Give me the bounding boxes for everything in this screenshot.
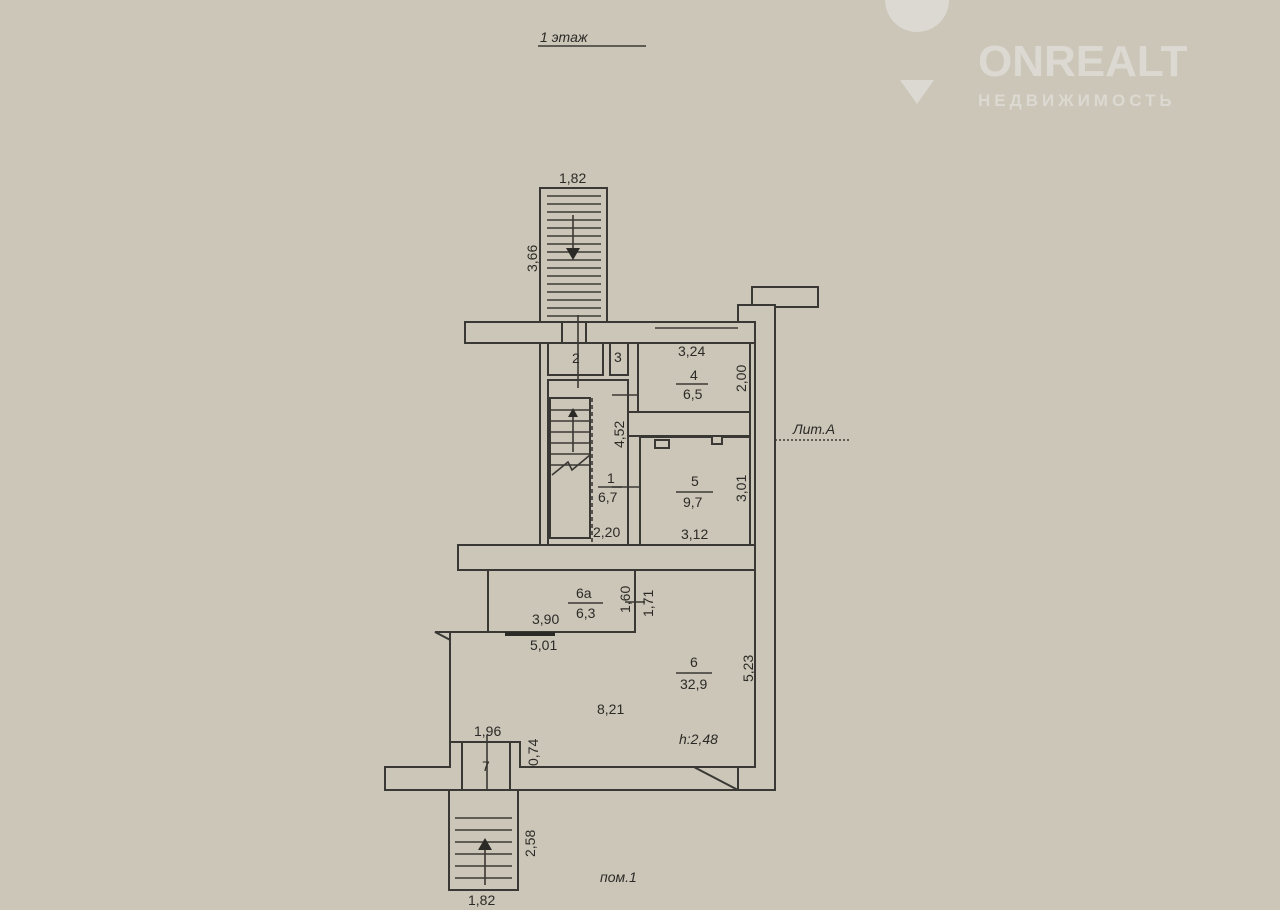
- room-1-area: 6,7: [598, 489, 618, 505]
- dim-r1-width: 2,20: [593, 524, 620, 540]
- top-stair: [539, 187, 608, 323]
- dim-r5-depth: 3,01: [733, 475, 749, 502]
- break-line: [551, 454, 591, 476]
- room-6-number: 6: [690, 654, 698, 670]
- room-4-area: 6,5: [683, 386, 703, 402]
- dim-top-stair-width: 1,82: [559, 170, 586, 186]
- partition-wall: [627, 411, 751, 437]
- dim-r6-depth: 5,23: [740, 655, 756, 682]
- inner-stair: [549, 397, 591, 539]
- room-5-area: 9,7: [683, 494, 703, 510]
- dim-r5-width: 3,12: [681, 526, 708, 542]
- dim-bottom-stair-length: 2,58: [522, 830, 538, 857]
- dim-r6a-side: 1,71: [640, 590, 656, 617]
- arrow-down-icon: [566, 248, 580, 260]
- stove-icon: [654, 439, 670, 449]
- dim-r4-depth: 2,00: [733, 365, 749, 392]
- room-5-number: 5: [691, 473, 699, 489]
- dim-r6-inner: 5,01: [530, 637, 557, 653]
- dim-r6a-depth: 1,60: [617, 586, 633, 613]
- room-4-number: 4: [690, 367, 698, 383]
- svg-text:ONREALT: ONREALT: [978, 37, 1188, 86]
- room-3: [609, 342, 629, 376]
- floor-title: 1 этаж: [540, 29, 589, 45]
- top-wall: [464, 321, 756, 344]
- dim-r6a-width: 3,90: [532, 611, 559, 627]
- room-6a-number: 6а: [576, 585, 592, 601]
- location-pin-icon: [885, 0, 949, 104]
- dim-r1-length: 4,52: [611, 421, 627, 448]
- svg-text:НЕДВИЖИМОСТЬ: НЕДВИЖИМОСТЬ: [978, 91, 1176, 110]
- room-2-number: 2: [572, 350, 580, 366]
- dim-r7-width: 1,96: [474, 723, 501, 739]
- room-3-number: 3: [614, 349, 622, 365]
- sink-icon: [711, 435, 723, 445]
- room-1-number: 1: [607, 470, 615, 486]
- middle-wall: [457, 544, 756, 571]
- arrow-up-icon: [478, 838, 492, 850]
- dim-r4-width: 3,24: [678, 343, 705, 359]
- annex-wall: [751, 286, 819, 308]
- room-5: [639, 436, 751, 546]
- arrow-up-icon: [568, 408, 578, 417]
- door-opening: [561, 321, 587, 344]
- footer-label: пом.1: [600, 869, 637, 885]
- lit-label: Лит.А: [792, 421, 835, 437]
- dim-r6-step: 0,74: [525, 739, 541, 766]
- onrealt-logo: ONREALT НЕДВИЖИМОСТЬ: [885, 0, 1188, 110]
- room-2: [547, 342, 604, 376]
- bottom-stair: [448, 789, 519, 891]
- dim-top-stair-length: 3,66: [524, 245, 540, 272]
- room-6a-area: 6,3: [576, 605, 596, 621]
- dim-bottom-stair-width: 1,82: [468, 892, 495, 908]
- ceiling-height: h:2,48: [679, 731, 718, 747]
- room-7-number: 7: [482, 758, 490, 774]
- room-6a: [487, 569, 636, 633]
- room-7: [461, 741, 511, 791]
- room-6-area: 32,9: [680, 676, 707, 692]
- dim-r6-length: 8,21: [597, 701, 624, 717]
